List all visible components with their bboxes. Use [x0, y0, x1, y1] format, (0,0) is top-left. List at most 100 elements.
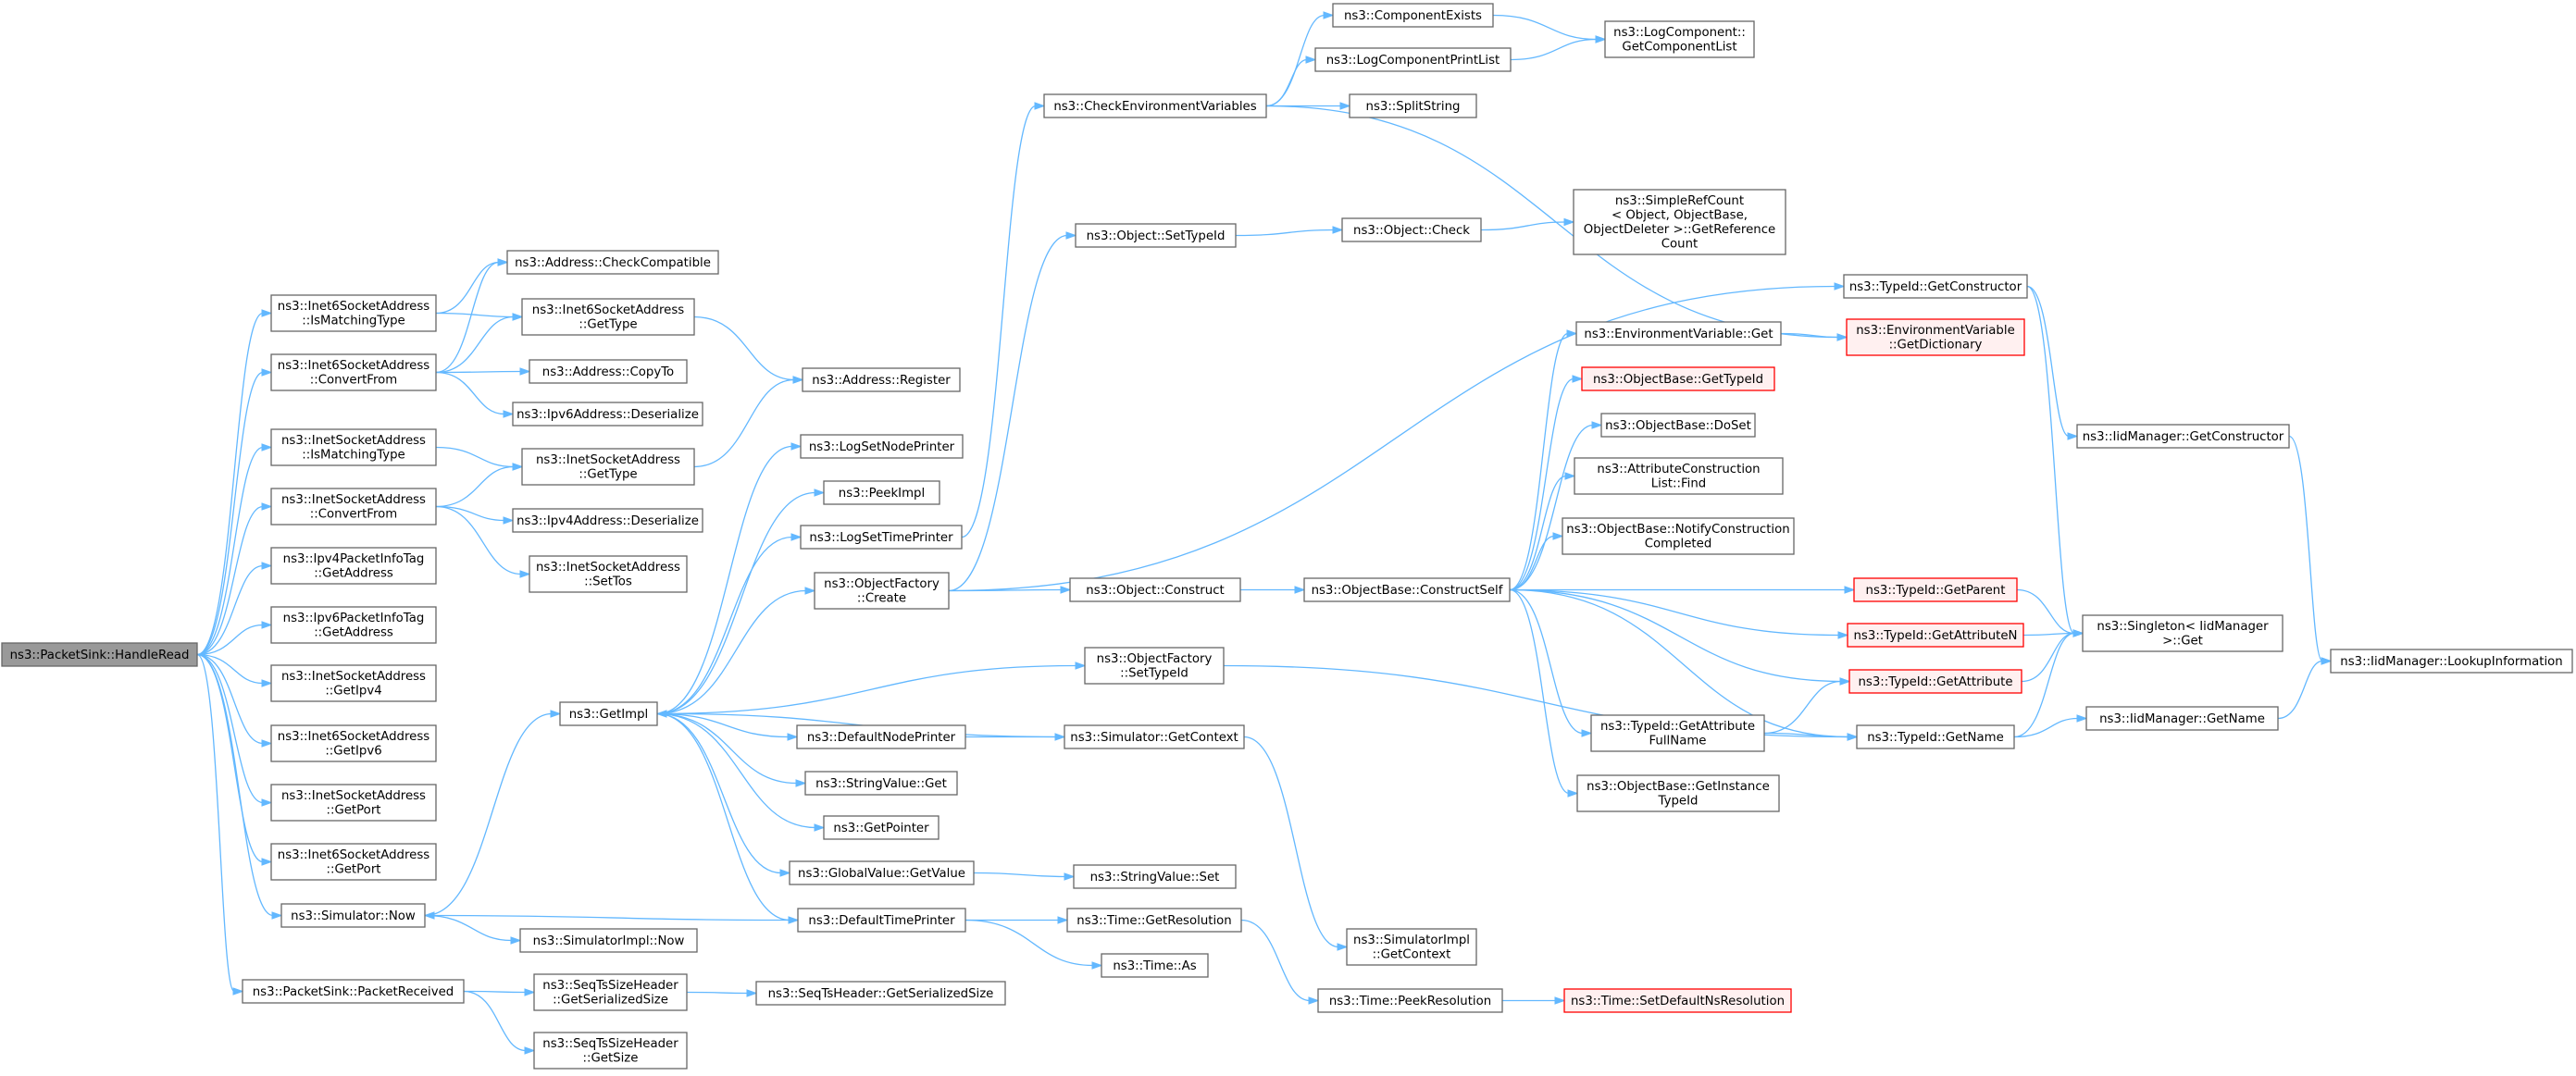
node-label: ns3::Address::CopyTo — [542, 365, 674, 379]
node-getimpl[interactable]: ns3::GetImpl — [559, 701, 658, 726]
node-i6getport[interactable]: ns3::Inet6SocketAddress::GetPort — [270, 843, 437, 881]
node-label: < Object, ObjectBase, — [1612, 209, 1748, 223]
node-timegetres[interactable]: ns3::Time::GetResolution — [1066, 908, 1242, 933]
node-i6gettype[interactable]: ns3::Inet6SocketAddress::GetType — [521, 298, 695, 336]
node-tidname[interactable]: ns3::TypeId::GetName — [1856, 724, 2015, 749]
node-peekres[interactable]: ns3::Time::PeekResolution — [1317, 988, 1503, 1013]
node-obgettype[interactable]: ns3::ObjectBase::GetTypeId — [1581, 366, 1775, 391]
node-tidgetctor[interactable]: ns3::TypeId::GetConstructor — [1843, 274, 2028, 299]
node-label: ::ConvertFrom — [310, 508, 397, 522]
node-peekimpl[interactable]: ns3::PeekImpl — [823, 480, 940, 505]
node-i6getipv6[interactable]: ns3::Inet6SocketAddress::GetIpv6 — [270, 724, 437, 762]
node-seqgetser[interactable]: ns3::SeqTsSizeHeader::GetSerializedSize — [533, 973, 688, 1011]
node-iidlookup[interactable]: ns3::IidManager::LookupInformation — [2330, 649, 2573, 674]
node-addrreg[interactable]: ns3::Address::Register — [802, 367, 961, 392]
call-edge — [1510, 586, 1856, 594]
nodes-layer: ns3::PacketSink::HandleReadns3::Inet6Soc… — [1, 3, 2573, 1070]
node-label: ns3::Inet6SocketAddress — [278, 848, 430, 862]
node-root[interactable]: ns3::PacketSink::HandleRead — [1, 642, 198, 667]
node-iidgetname[interactable]: ns3::IidManager::GetName — [2085, 706, 2279, 731]
node-constructself[interactable]: ns3::ObjectBase::ConstructSelf — [1303, 577, 1511, 602]
node-compexists[interactable]: ns3::ComponentExists — [1332, 3, 1494, 28]
call-edge — [973, 872, 1076, 881]
node-simgetctx[interactable]: ns3::Simulator::GetContext — [1064, 724, 1245, 749]
node-label: ns3::EnvironmentVariable — [1856, 324, 2015, 338]
node-objconstruct[interactable]: ns3::Object::Construct — [1069, 577, 1241, 602]
node-objcheck[interactable]: ns3::Object::Check — [1341, 217, 1482, 242]
node-label: ns3::GlobalValue::GetValue — [798, 867, 965, 881]
call-edge — [463, 990, 536, 1055]
node-obdoset[interactable]: ns3::ObjectBase::DoSet — [1600, 413, 1756, 438]
node-iconv[interactable]: ns3::InetSocketAddress::ConvertFrom — [270, 488, 437, 526]
node-simimplnow[interactable]: ns3::SimulatorImpl::Now — [519, 928, 698, 953]
node-objfsettype[interactable]: ns3::ObjectFactory::SetTypeId — [1084, 647, 1225, 685]
node-objfcreate[interactable]: ns3::ObjectFactory::Create — [814, 572, 950, 610]
call-edge — [656, 712, 791, 877]
node-simnow[interactable]: ns3::Simulator::Now — [280, 903, 426, 928]
node-envdict[interactable]: ns3::EnvironmentVariable::GetDictionary — [1846, 318, 2025, 356]
node-label: ns3::InetSocketAddress — [281, 789, 426, 803]
node-igetport[interactable]: ns3::InetSocketAddress::GetPort — [270, 784, 437, 822]
node-seqgetsize[interactable]: ns3::SeqTsSizeHeader::GetSize — [533, 1032, 688, 1070]
node-iidgetctor[interactable]: ns3::IidManager::GetConstructor — [2076, 424, 2290, 449]
node-logprint[interactable]: ns3::LogComponentPrintList — [1314, 47, 1512, 72]
call-edge — [948, 231, 1077, 592]
node-label: ::SetTypeId — [1120, 667, 1188, 681]
node-ipv6tag[interactable]: ns3::Ipv6PacketInfoTag::GetAddress — [270, 606, 437, 644]
call-edge — [1763, 732, 1859, 741]
node-setdefres[interactable]: ns3::Time::SetDefaultNsResolution — [1563, 988, 1792, 1013]
node-i6match[interactable]: ns3::Inet6SocketAddress::IsMatchingType — [270, 294, 437, 332]
call-edge — [196, 443, 273, 656]
node-pktrecv[interactable]: ns3::PacketSink::PacketReceived — [242, 979, 465, 1004]
node-igetipv4[interactable]: ns3::InetSocketAddress::GetIpv4 — [270, 664, 437, 702]
node-notifyconstr[interactable]: ns3::ObjectBase::NotifyConstructionCompl… — [1562, 517, 1795, 555]
node-defnode[interactable]: ns3::DefaultNodePrinter — [796, 724, 966, 749]
node-lognode[interactable]: ns3::LogSetNodePrinter — [800, 434, 964, 459]
node-label: ::GetDictionary — [1889, 339, 1983, 352]
node-addrcheck[interactable]: ns3::Address::CheckCompatible — [506, 250, 719, 275]
node-i6conv[interactable]: ns3::Inet6SocketAddress::ConvertFrom — [270, 353, 437, 391]
node-ipv6deser[interactable]: ns3::Ipv6Address::Deserialize — [512, 402, 703, 427]
node-tidattr[interactable]: ns3::TypeId::GetAttribute — [1848, 669, 2022, 694]
node-objsettype[interactable]: ns3::Object::SetTypeId — [1075, 223, 1237, 248]
node-label: ::GetPort — [326, 863, 380, 877]
node-tidattrn[interactable]: ns3::TypeId::GetAttributeN — [1847, 623, 2024, 648]
node-singleton[interactable]: ns3::Singleton< IidManager>::Get — [2082, 614, 2284, 652]
node-logcomplist[interactable]: ns3::LogComponent::GetComponentList — [1604, 20, 1755, 58]
node-label: ns3::Address::CheckCompatible — [515, 256, 711, 270]
node-tsgetser[interactable]: ns3::SeqTsHeader::GetSerializedSize — [755, 981, 1006, 1006]
node-checkenv[interactable]: ns3::CheckEnvironmentVariables — [1043, 93, 1267, 118]
node-gvget[interactable]: ns3::GlobalValue::GetValue — [789, 860, 975, 885]
call-edge — [2013, 714, 2088, 738]
node-label: ns3::SimpleRefCount — [1615, 194, 1744, 208]
node-label: ns3::TypeId::GetName — [1867, 731, 2004, 745]
node-tidparent[interactable]: ns3::TypeId::GetParent — [1853, 577, 2018, 602]
node-splitstr[interactable]: ns3::SplitString — [1349, 93, 1477, 118]
call-edge — [2016, 588, 2084, 637]
node-label: >::Get — [2162, 635, 2203, 649]
node-label: ::GetIpv6 — [325, 745, 381, 759]
node-getptr[interactable]: ns3::GetPointer — [823, 815, 940, 840]
call-edge — [196, 653, 273, 807]
node-simimplctx[interactable]: ns3::SimulatorImpl::GetContext — [1346, 928, 1477, 966]
node-strget[interactable]: ns3::StringValue::Get — [804, 771, 958, 796]
node-logtime[interactable]: ns3::LogSetTimePrinter — [800, 525, 963, 550]
call-edge — [435, 505, 515, 525]
node-timeas[interactable]: ns3::Time::As — [1101, 953, 1209, 978]
node-ipv4tag[interactable]: ns3::Ipv4PacketInfoTag::GetAddress — [270, 547, 437, 585]
node-label: ns3::Object::Check — [1353, 224, 1470, 238]
node-deftime[interactable]: ns3::DefaultTimePrinter — [797, 908, 966, 933]
node-addrcopy[interactable]: ns3::Address::CopyTo — [529, 359, 688, 384]
node-strset[interactable]: ns3::StringValue::Set — [1073, 864, 1237, 889]
node-imatch[interactable]: ns3::InetSocketAddress::IsMatchingType — [270, 428, 437, 466]
node-igettype[interactable]: ns3::InetSocketAddress::GetType — [521, 448, 695, 486]
node-refcount[interactable]: ns3::SimpleRefCount< Object, ObjectBase,… — [1573, 189, 1786, 255]
node-ipv4deser[interactable]: ns3::Ipv4Address::Deserialize — [512, 508, 703, 533]
call-edge — [463, 988, 536, 996]
node-isettos[interactable]: ns3::InetSocketAddress::SetTos — [529, 555, 688, 593]
call-edge — [1509, 532, 1564, 591]
node-envget[interactable]: ns3::EnvironmentVariable::Get — [1575, 321, 1782, 346]
